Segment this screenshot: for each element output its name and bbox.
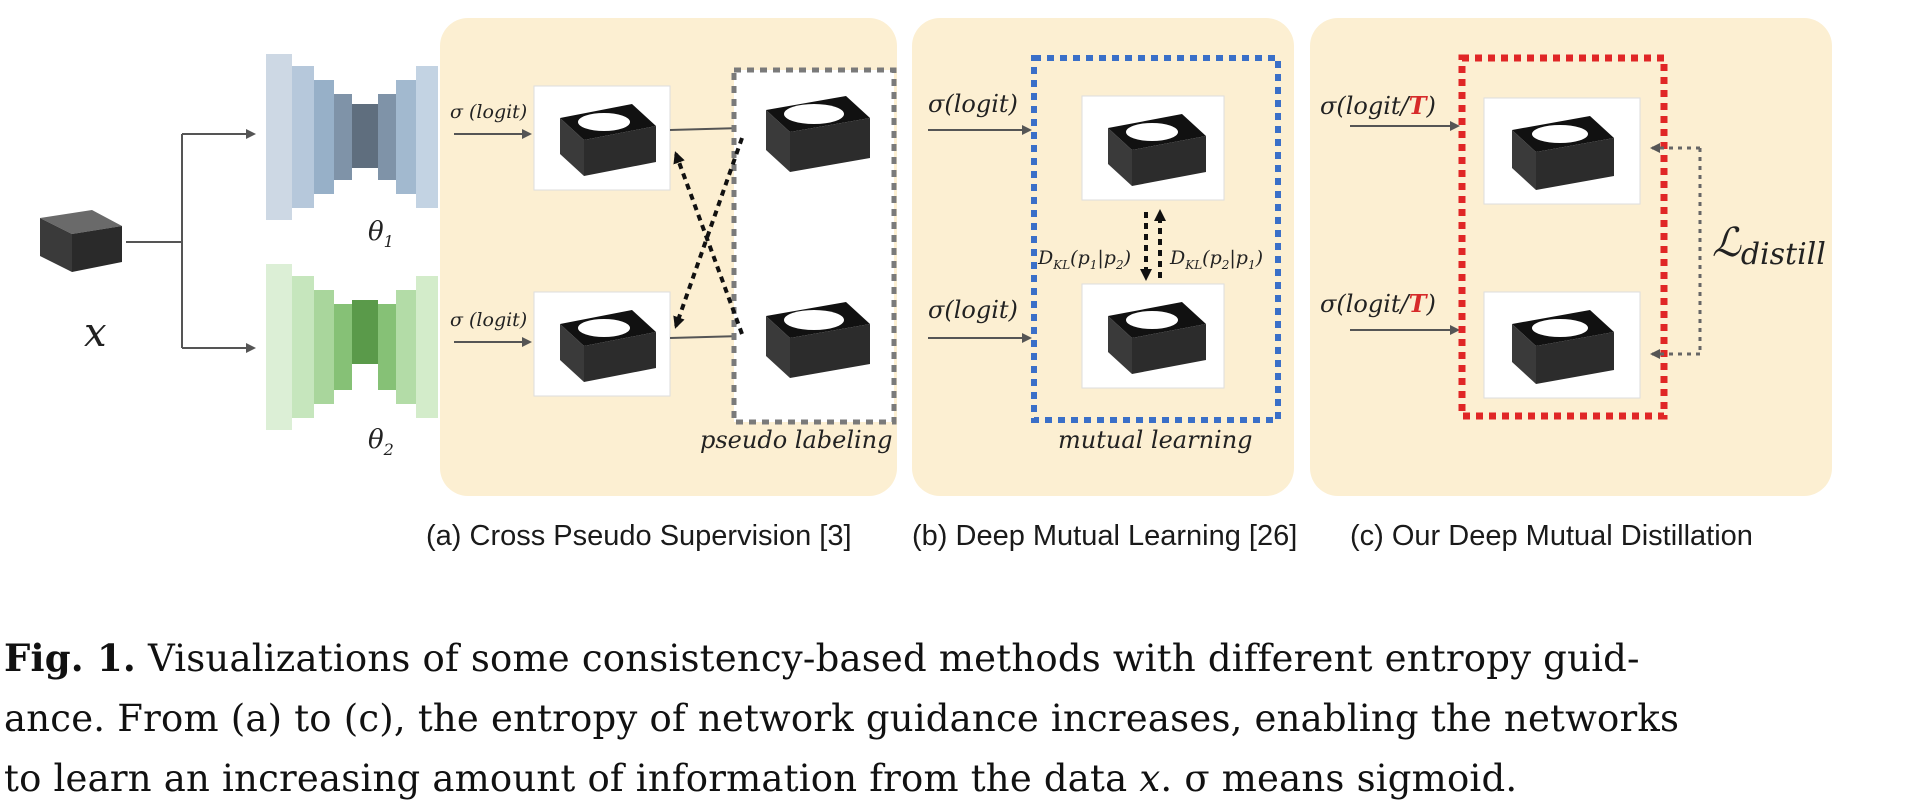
caption-line1: Visualizations of some consistency-based… — [135, 637, 1640, 680]
sigma-logit-b1: σ(logit) — [928, 90, 1018, 118]
theta1-label: θ1 — [368, 217, 394, 251]
dkl-left-label: DKL(p1|p2) — [1037, 247, 1131, 272]
sigma-logit-a1: σ (logit) — [450, 101, 527, 123]
prediction-c2 — [1483, 291, 1641, 399]
sigma-logit-b2: σ(logit) — [928, 296, 1018, 324]
caption-lead: Fig. 1. — [4, 636, 136, 680]
theta2-label: θ2 — [368, 425, 394, 459]
prediction-c1 — [1483, 97, 1641, 205]
prediction-a2 — [533, 291, 671, 397]
L-distill-label: ℒdistill — [1712, 220, 1826, 272]
input-branches — [126, 129, 256, 353]
panel-c — [1310, 18, 1832, 496]
prediction-a1 — [533, 85, 671, 191]
network-2 — [266, 264, 438, 430]
mutual-learning-box — [1031, 55, 1281, 423]
figure-caption: Fig. 1. Visualizations of some consisten… — [4, 628, 1904, 809]
caption-x: x — [1139, 757, 1161, 800]
sigma-logit-a2: σ (logit) — [450, 309, 527, 331]
input-label: x — [84, 310, 107, 356]
sigma-logit-T-1: σ(logit/T) — [1320, 91, 1436, 120]
distillation-box — [1458, 54, 1668, 420]
caption-line3: to learn an increasing amount of informa… — [4, 757, 1140, 800]
dkl-right-label: DKL(p2|p1) — [1169, 247, 1263, 272]
sigma-logit-T-2: σ(logit/T) — [1320, 289, 1436, 318]
prediction-b1 — [1081, 95, 1225, 201]
mutual-learning-label: mutual learning — [1058, 426, 1253, 454]
input-volume — [40, 210, 122, 272]
subcaption-c: (c) Our Deep Mutual Distillation — [1350, 520, 1753, 552]
network-1 — [266, 54, 438, 220]
pseudo-label-2 — [766, 302, 870, 378]
caption-line2: ance. From (a) to (c), the entropy of ne… — [4, 697, 1680, 740]
pseudo-label-1 — [766, 96, 870, 172]
caption-line3b: . σ means sigmoid. — [1160, 757, 1518, 800]
subcaption-a: (a) Cross Pseudo Supervision [3] — [426, 520, 852, 552]
pseudo-labeling-label: pseudo labeling — [700, 426, 893, 454]
prediction-b2 — [1081, 283, 1225, 389]
distill-arrows — [1650, 143, 1702, 359]
method-diagram: x θ1 θ2 σ (logit) σ (logit) — [40, 18, 1832, 496]
subcaption-b: (b) Deep Mutual Learning [26] — [912, 520, 1298, 552]
